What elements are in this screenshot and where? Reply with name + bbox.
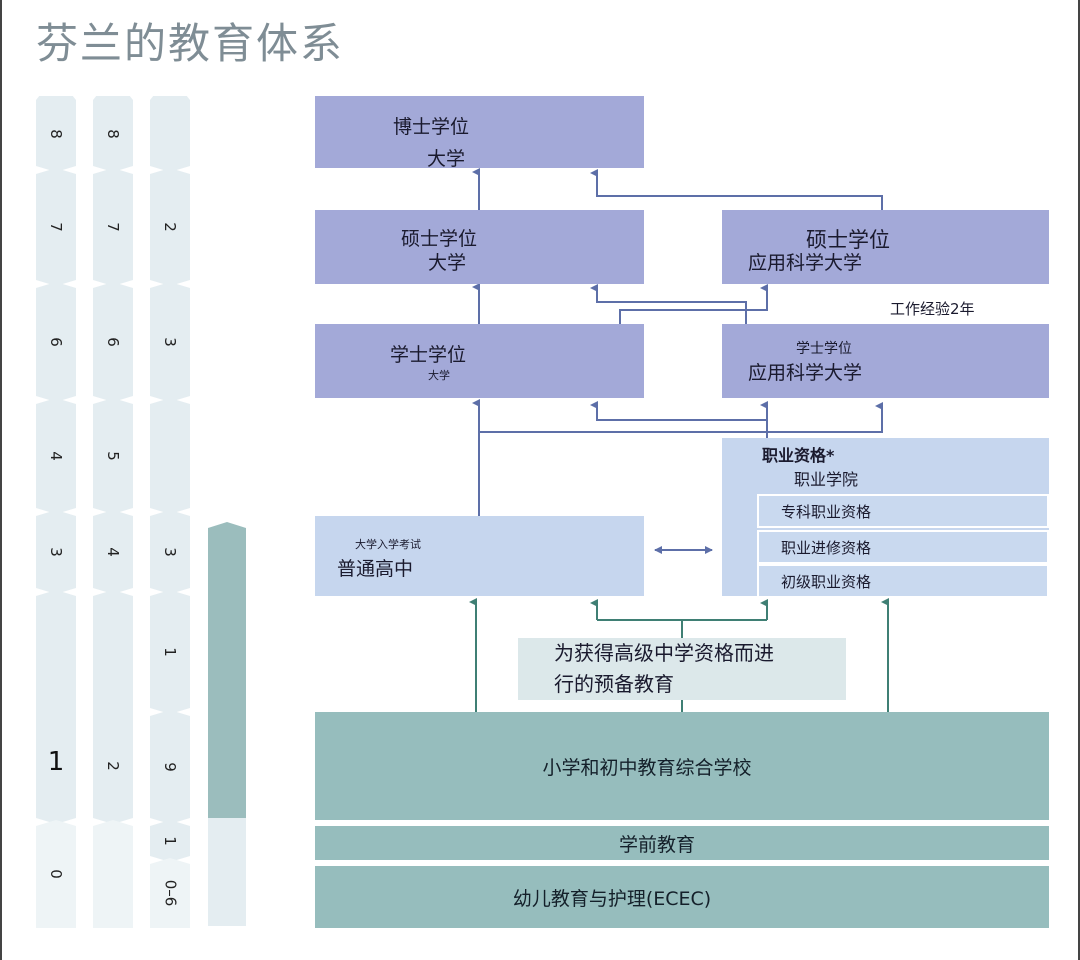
preparatory-line1: 为获得高级中学资格而进 <box>554 641 774 665</box>
bachelor-uas-degree-label: 学士学位 <box>796 341 852 357</box>
year-col2-seg: 8 <box>93 96 133 172</box>
master-uas-institution-label: 应用科学大学 <box>748 252 863 274</box>
upper-secondary-box: 大学入学考试 普通高中 <box>315 516 644 596</box>
year-col1-seg: 4 <box>36 398 76 514</box>
master-university-degree-label: 硕士学位 <box>401 228 478 250</box>
year-col1-seg: 6 <box>36 282 76 402</box>
year-col3-seg: 3 <box>150 510 190 594</box>
further-vocational-qualification: 职业进修资格 <box>757 530 1049 564</box>
year-col1-seg: 0 <box>36 820 76 928</box>
year-col2-seg: 4 <box>93 510 133 594</box>
year-col1-seg: 3 <box>36 510 76 594</box>
pre-primary-box: 学前教育 <box>315 826 1049 860</box>
year-col3-seg <box>150 96 190 172</box>
frame-left-border <box>0 0 2 960</box>
doctorate-institution-label: 大学 <box>427 148 466 170</box>
year-col3-seg: 2 <box>150 168 190 286</box>
year-col2-seg: 7 <box>93 168 133 286</box>
frame-right-border <box>1078 0 1080 960</box>
master-uas-box: 硕士学位 应用科学大学 <box>722 210 1049 284</box>
year-col2-seg: 2 <box>93 590 133 824</box>
doctorate-box: 博士学位 大学 <box>315 96 644 170</box>
year-col1-seg: 7 <box>36 168 76 286</box>
initial-vocational-qualification: 初级职业资格 <box>757 564 1049 598</box>
doctorate-degree-label: 博士学位 <box>393 116 470 138</box>
master-university-box: 硕士学位 大学 <box>315 210 644 284</box>
year-col2-seg: 6 <box>93 282 133 402</box>
year-col3-seg: 9 <box>150 710 190 824</box>
vocational-college-label: 职业学院 <box>794 470 859 489</box>
year-col2-seg <box>93 820 133 928</box>
bachelor-university-institution-label: 大学 <box>428 369 450 382</box>
master-uas-degree-label: 硕士学位 <box>806 228 890 252</box>
age-bar: < <box>208 522 246 818</box>
basic-education-label: 小学和初中教育综合学校 <box>542 756 752 779</box>
year-col2-seg: 5 <box>93 398 133 514</box>
year-label: 1 <box>47 747 65 777</box>
work-experience-label: 工作经验2年 <box>882 294 1078 324</box>
page-title: 芬兰的教育体系 <box>36 19 345 68</box>
bachelor-university-degree-label: 学士学位 <box>390 344 467 366</box>
pre-primary-label: 学前教育 <box>618 833 695 856</box>
year-col3-seg: 1 <box>150 590 190 714</box>
year-col1-seg: 1 <box>36 590 76 824</box>
master-university-institution-label: 大学 <box>428 252 467 274</box>
ecec-label: 幼儿教育与护理(ECEC) <box>512 887 712 910</box>
preparatory-line2: 行的预备教育 <box>554 672 674 696</box>
preparatory-education-box: 为获得高级中学资格而进 行的预备教育 <box>518 638 846 700</box>
ecec-box: 幼儿教育与护理(ECEC) <box>315 866 1049 928</box>
year-col1-seg: 8 <box>36 96 76 172</box>
bachelor-uas-box: 学士学位 应用科学大学 <box>722 324 1049 398</box>
vocational-qualification-label: 职业资格* <box>762 446 835 465</box>
general-upper-secondary-label: 普通高中 <box>337 558 414 580</box>
year-col3-seg: 0–6 <box>150 858 190 928</box>
bachelor-university-box: 学士学位 大学 <box>315 324 644 398</box>
bachelor-uas-institution-label: 应用科学大学 <box>748 362 863 384</box>
age-bar-tail <box>208 818 246 926</box>
year-col3-seg <box>150 398 190 514</box>
specialist-vocational-qualification: 专科职业资格 <box>757 494 1049 528</box>
basic-education-box: 小学和初中教育综合学校 <box>315 712 1049 820</box>
year-col3-seg: 3 <box>150 282 190 402</box>
year-col3-seg: 1 <box>150 820 190 862</box>
matriculation-exam-label: 大学入学考试 <box>355 538 421 551</box>
